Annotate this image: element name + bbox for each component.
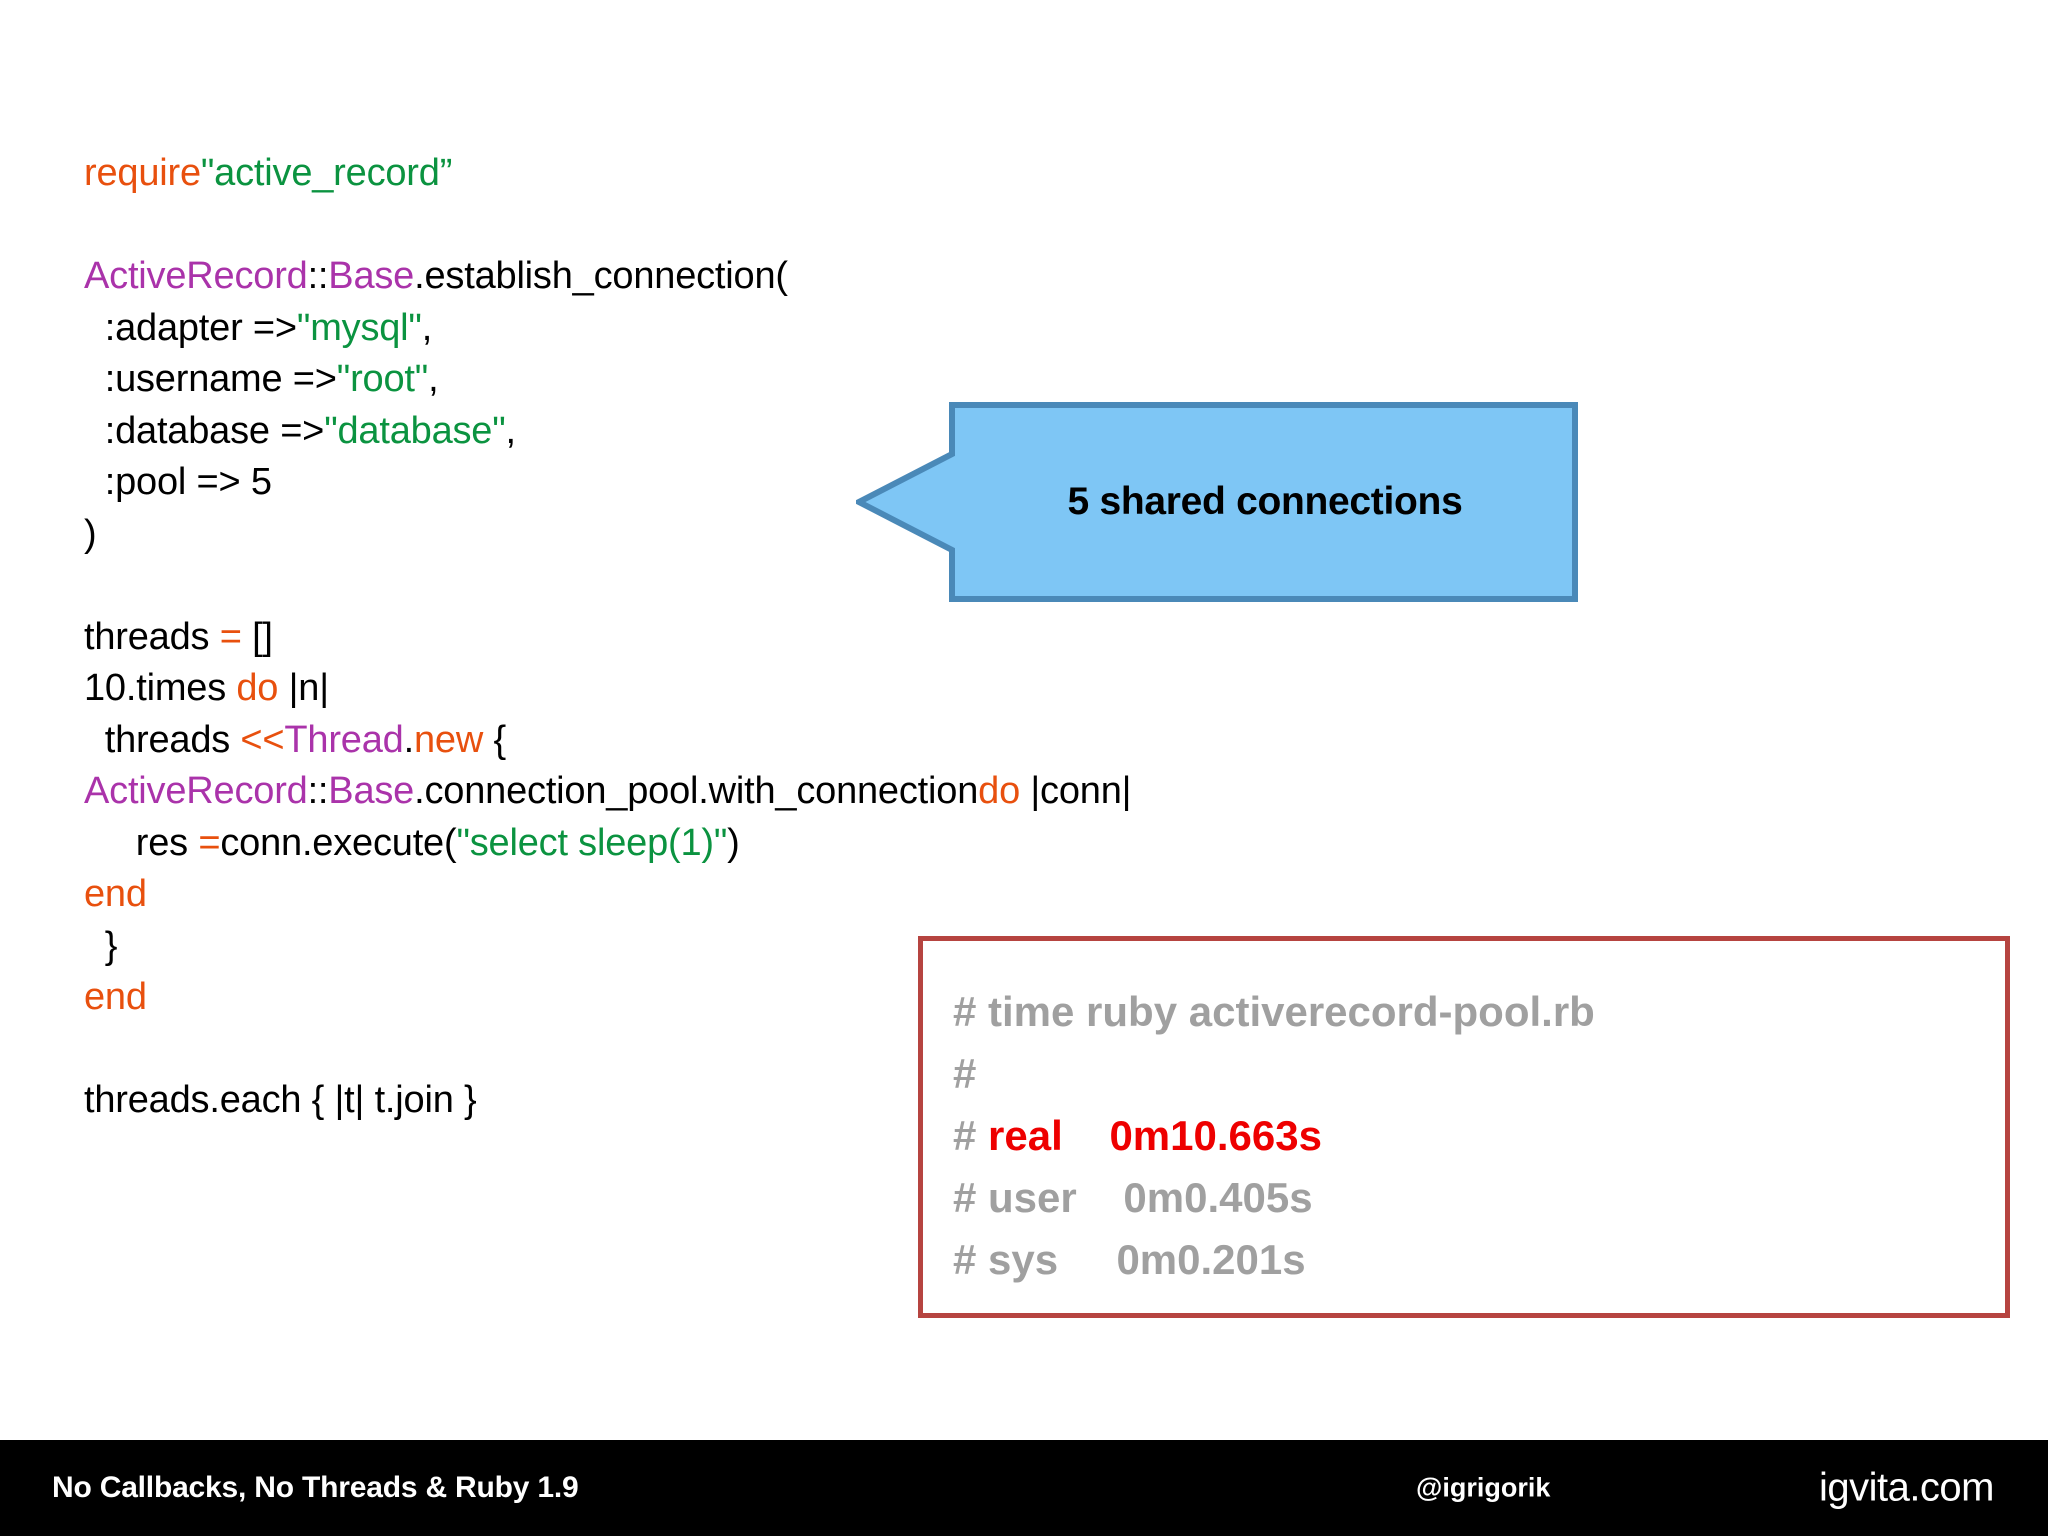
terminal-segment: #: [953, 1050, 977, 1097]
code-token: res: [84, 821, 199, 864]
slide-canvas: require"active_record”ActiveRecord::Base…: [84, 148, 2010, 1318]
code-token: :username =>: [84, 358, 337, 400]
code-token: require: [84, 152, 201, 194]
footer-presentation-title: No Callbacks, No Threads & Ruby 1.9: [52, 1471, 579, 1504]
code-token: Base: [328, 770, 415, 812]
code-token: :adapter =>: [84, 306, 297, 349]
code-token: :pool => 5: [84, 461, 272, 503]
code-block: require"active_record”ActiveRecord::Base…: [84, 148, 1132, 1127]
code-token: threads: [84, 615, 220, 658]
terminal-line: # time ruby activerecord-pool.rb: [953, 981, 1595, 1043]
code-token: Base: [328, 255, 415, 297]
code-token: conn.execute(: [220, 821, 457, 864]
code-token: "database": [324, 409, 506, 452]
code-token: ::: [307, 255, 329, 297]
terminal-line: #: [953, 1043, 1595, 1105]
code-token: 10.times: [84, 667, 237, 709]
code-line: :database =>"database",: [84, 406, 1131, 458]
code-token: <<: [240, 718, 285, 761]
code-line: }: [84, 921, 1131, 973]
code-line: :pool => 5: [84, 457, 1131, 509]
code-line: :adapter =>"mysql",: [84, 303, 1131, 355]
code-token: |conn|: [1020, 770, 1132, 812]
code-token: threads: [84, 718, 241, 761]
code-line: ActiveRecord::Base.establish_connection(: [84, 251, 1131, 303]
code-token: ActiveRecord: [84, 255, 308, 297]
code-token: :database =>: [84, 409, 325, 452]
code-token: .connection_pool.with_connection: [414, 770, 979, 812]
terminal-line: # real 0m10.663s: [953, 1105, 1595, 1167]
code-line: end: [84, 869, 1131, 921]
terminal-segment: real 0m10.663s: [988, 1112, 1322, 1159]
callout-shape-icon: [856, 402, 1578, 602]
code-token: end: [84, 976, 147, 1018]
code-token: ,: [428, 358, 439, 400]
footer-website: igvita.com: [1818, 1465, 1995, 1510]
code-token: ,: [421, 306, 433, 349]
code-token: ,: [505, 409, 517, 452]
terminal-line: # user 0m0.405s: [953, 1167, 1595, 1229]
code-token: threads.each { |t| t.join }: [84, 1079, 477, 1121]
terminal-segment: #: [953, 1112, 989, 1159]
terminal-segment: # time ruby activerecord-pool.rb: [953, 988, 1595, 1035]
code-token: .establish_connection(: [414, 255, 788, 297]
code-token: .: [403, 718, 415, 761]
code-line: require"active_record”: [84, 148, 1131, 200]
code-token: ): [84, 512, 97, 555]
terminal-line: # sys 0m0.201s: [953, 1229, 1595, 1291]
code-token: end: [84, 873, 147, 915]
code-line: ActiveRecord::Base.connection_pool.with_…: [84, 766, 1132, 818]
terminal-segment: # user 0m0.405s: [953, 1174, 1313, 1221]
footer-bar: No Callbacks, No Threads & Ruby 1.9 @igr…: [0, 1440, 2048, 1536]
code-token: |n|: [278, 667, 329, 709]
code-token: "root": [336, 358, 429, 400]
code-token: do: [978, 770, 1021, 812]
terminal-segment: # sys 0m0.201s: [953, 1236, 1306, 1283]
code-token: ): [727, 821, 740, 864]
code-token: }: [84, 924, 118, 967]
code-token: do: [236, 667, 279, 709]
code-token: "active_record”: [200, 152, 453, 194]
code-token: =: [198, 821, 221, 864]
code-line: ): [84, 509, 1131, 561]
code-line: threads.each { |t| t.join }: [84, 1075, 1131, 1127]
code-token: ::: [307, 770, 329, 812]
code-token: []: [241, 615, 273, 658]
code-token: "select sleep(1)": [456, 821, 728, 864]
code-line: res =conn.execute("select sleep(1)"): [84, 818, 1131, 870]
code-token: ActiveRecord: [84, 770, 308, 812]
terminal-output-box: # time ruby activerecord-pool.rb## real …: [918, 936, 2010, 1318]
code-line: threads = []: [84, 612, 1131, 664]
callout-balloon: 5 shared connections: [856, 402, 1578, 602]
code-line: end: [84, 972, 1131, 1024]
callout-label: 5 shared connections: [1067, 480, 1463, 523]
code-token: =: [219, 615, 242, 658]
code-token: Thread: [284, 718, 404, 761]
footer-twitter-handle: @igrigorik: [1416, 1472, 1551, 1503]
code-token: new: [413, 718, 484, 761]
code-line: 10.times do |n|: [84, 663, 1131, 715]
code-line: :username =>"root",: [84, 354, 1131, 406]
code-token: {: [483, 718, 506, 761]
terminal-output-lines: # time ruby activerecord-pool.rb## real …: [953, 981, 1595, 1291]
code-blank-line: [84, 200, 1131, 252]
code-token: "mysql": [296, 306, 422, 349]
code-line: threads <<Thread.new {: [84, 715, 1131, 767]
